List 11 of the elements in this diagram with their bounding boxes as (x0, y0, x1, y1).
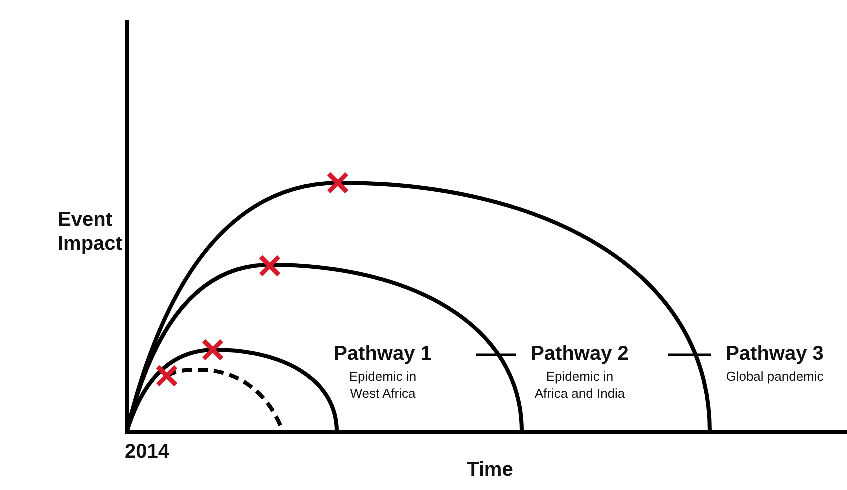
pathway-title: Pathway 2 (530, 342, 630, 366)
pathway-description: Epidemic in West Africa (348, 368, 418, 402)
leader-line (476, 354, 516, 356)
leader-line (668, 354, 711, 356)
pathway-title: Pathway 1 (333, 342, 433, 366)
pathway-description: Epidemic in Africa and India (534, 368, 626, 402)
pathway-title: Pathway 3 (725, 342, 825, 366)
pathway-description: Global pandemic (725, 368, 825, 385)
axis-title: Time (467, 458, 514, 482)
axis-title: Event Impact (58, 208, 124, 256)
axis-tick-label: 2014 (125, 440, 170, 464)
